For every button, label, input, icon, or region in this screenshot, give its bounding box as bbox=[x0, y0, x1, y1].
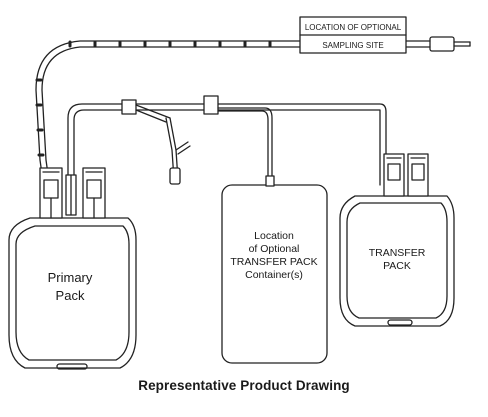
y-connector-middle bbox=[203, 95, 219, 115]
transfer-tubing bbox=[67, 95, 387, 186]
transfer-label-line1: TRANSFER bbox=[369, 247, 426, 259]
primary-hang-slot bbox=[56, 363, 88, 370]
primary-label-line2: Pack bbox=[56, 288, 85, 303]
transfer-label-line2: PACK bbox=[383, 260, 411, 272]
needle-connector bbox=[429, 36, 471, 52]
transfer-ports bbox=[383, 153, 429, 197]
container-label-line1: Location bbox=[254, 230, 294, 242]
optional-container bbox=[221, 175, 328, 364]
sampling-label-line1: LOCATION OF OPTIONAL bbox=[305, 23, 402, 32]
clamp-arm bbox=[175, 141, 191, 155]
drawing-caption: Representative Product Drawing bbox=[138, 378, 350, 393]
primary-pack bbox=[8, 167, 137, 370]
container-label-line4: Container(s) bbox=[245, 269, 303, 281]
sampling-label-line2: SAMPLING SITE bbox=[322, 41, 383, 50]
sampling-site-box bbox=[299, 16, 407, 54]
primary-label-line1: Primary bbox=[48, 270, 93, 285]
transfer-pack bbox=[339, 153, 455, 327]
container-label-line3: TRANSFER PACK bbox=[230, 256, 317, 268]
container-label-line2: of Optional bbox=[249, 243, 300, 255]
y-connector-left bbox=[121, 99, 171, 123]
spike-cap bbox=[169, 167, 181, 185]
transfer-hang-slot bbox=[387, 319, 413, 326]
donor-tubing bbox=[35, 16, 471, 211]
primary-ports bbox=[39, 167, 106, 219]
